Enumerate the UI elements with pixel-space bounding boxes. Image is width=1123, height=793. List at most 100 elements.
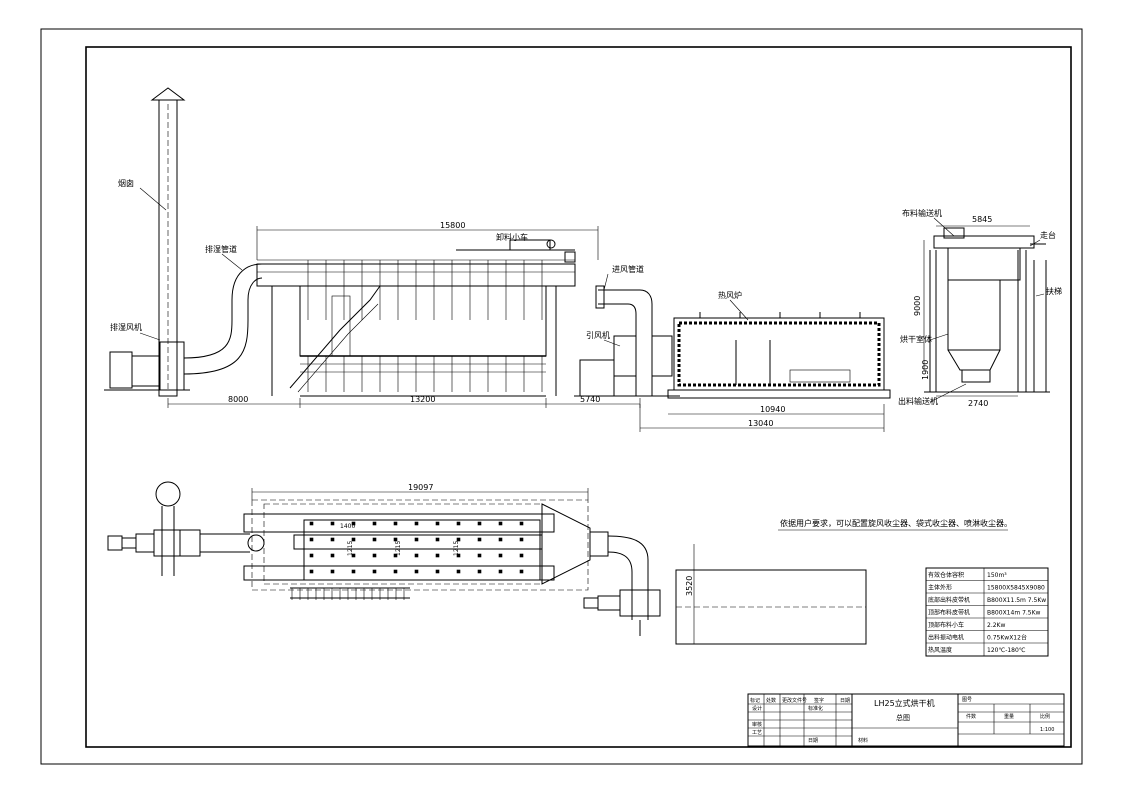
exhaust-duct [183,263,263,375]
plan-grid-point [351,521,356,526]
tb-scale-label: 比例 [1040,713,1050,720]
dust-collector-note: 依据用户要求，可以配置旋风收尘器、袋式收尘器、喷淋收尘器。 [780,518,1012,528]
tb-subtitle: 总图 [896,713,910,722]
plan-grid-point [498,521,503,526]
dim-side-base-width: 2740 [968,399,988,408]
plan-grid-point [519,553,524,558]
spec-key: 出料振动电机 [928,634,964,642]
tb-title: LH25立式烘干机 [874,698,935,708]
chimney [150,87,186,397]
dim-side-height: 9000 [913,296,922,316]
label-dryer-chamber: 烘干室体 [900,334,932,344]
tb-scale-value: 1:100 [1040,727,1054,733]
plan-grid-point [372,537,377,542]
elevation-view: 15800 8000 13200 5740 10940 13040 烟囱 排湿管… [104,87,891,432]
plan-grid-point [330,521,335,526]
elevation-labels: 烟囱 排湿管道 排湿风机 卸料小车 进风管道 引风机 热风炉 [110,178,749,347]
label-ladder: 扶梯 [1046,286,1062,296]
dim-plan-inner-b: 1215 [347,541,354,556]
plan-grid-point [393,569,398,574]
plan-grid-point [351,537,356,542]
plan-grid-point [519,569,524,574]
label-discharge-conveyor: 出料输送机 [898,396,938,406]
spec-value: 0.75KwX12台 [987,634,1027,642]
label-inlet-duct: 进风管道 [612,264,644,274]
side-view: 5845 9000 1900 2740 布料输送机 走台 扶梯 烘干室体 出料输… [898,208,1062,408]
exhaust-fan [104,341,190,391]
plan-grid-point [330,569,335,574]
label-unloading-cart: 卸料小车 [496,232,528,242]
tb-sign: 签字 [814,697,824,704]
label-chimney: 烟囱 [118,178,134,188]
spec-key: 顶部布料小车 [928,621,964,629]
spec-key: 热风温度 [928,646,952,654]
spec-value: B800X11.5m 7.5Kw [987,597,1046,604]
label-exhaust-duct: 排湿管道 [205,244,237,254]
plan-grid-point [414,553,419,558]
label-induced-fan: 引风机 [586,330,610,340]
plan-grid-point [477,537,482,542]
tb-date-field: 日期 [808,738,818,744]
dim-right-span: 5740 [580,395,600,404]
plan-grid-point [519,537,524,542]
plan-grid-point [372,553,377,558]
tb-weight: 重量 [1004,713,1014,720]
tb-standard: 标准化 [808,705,823,712]
label-exhaust-fan: 排湿风机 [110,322,142,332]
inlet-duct [574,285,680,397]
plan-grid-point [498,553,503,558]
plan-grid-point [393,521,398,526]
plan-grid-point [309,537,314,542]
plan-grid-point [498,537,503,542]
tb-qty: 件数 [966,713,976,720]
plan-grid-point [456,553,461,558]
plan-grid-point [393,537,398,542]
plan-grid-point [309,553,314,558]
dim-plan-inner-c: 1215 [395,541,402,556]
dim-top-length: 15800 [440,221,465,230]
title-block: 标记 处数 更改文件号 签字 日期 设计 标准化 审核 工艺 日期 LH25立式… [747,693,1065,747]
spec-value: 120℃-180℃ [987,647,1026,654]
spec-value: 150m³ [987,572,1007,579]
tb-change-doc: 更改文件号 [782,697,807,704]
tb-mark: 标记 [750,697,760,704]
plan-grid-point [477,553,482,558]
plan-grid-point [309,569,314,574]
dim-plan-inner-a: 1400 [340,523,355,530]
dryer-frame [256,239,576,397]
spec-key: 底部出料皮带机 [928,596,970,604]
plan-grid-point [414,537,419,542]
dim-side-base-height: 1900 [921,360,930,380]
plan-view: 19097 3520 1400 1215 1215 1215 [107,481,867,645]
plan-grid-point [393,553,398,558]
spec-value: 15800X5845X9080 [987,585,1045,592]
plan-grid-point [414,569,419,574]
spec-value: B800X14m 7.5Kw [987,610,1041,617]
spec-value: 2.2Kw [987,622,1005,629]
inner-border [85,46,1072,748]
tb-count: 处数 [766,697,776,704]
plan-grid-point [309,521,314,526]
outer-border [40,28,1083,765]
plan-grid-point [351,553,356,558]
plan-grid-point [477,521,482,526]
plan-grid-point [372,569,377,574]
label-hot-air-furnace: 热风炉 [718,290,742,300]
dim-plan-inner-d: 1215 [453,541,460,556]
plan-grid-point [456,537,461,542]
plan-grid-point [477,569,482,574]
dim-side-width: 5845 [972,215,992,224]
tb-material: 材料 [858,737,868,744]
dim-furnace-len: 10940 [760,405,785,414]
elevation-dimensions: 15800 8000 13200 5740 10940 13040 [167,221,885,432]
plan-grid-point [498,569,503,574]
tb-drawing-no: 图号 [962,697,972,703]
plan-grid-point [330,553,335,558]
label-walkway: 走台 [1040,230,1056,240]
hot-air-furnace [667,312,891,399]
dim-plan-width: 3520 [685,576,694,596]
plan-grid-point [519,521,524,526]
plan-grid-point [372,521,377,526]
